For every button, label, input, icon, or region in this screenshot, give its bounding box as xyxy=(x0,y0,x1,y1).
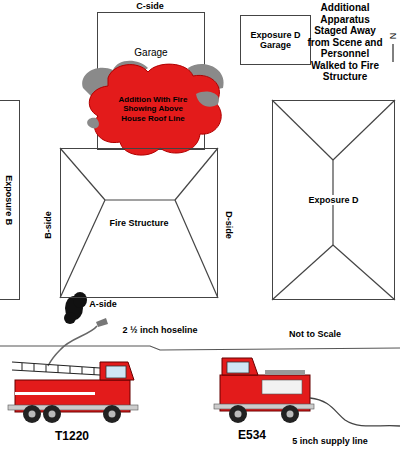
smoke-puff xyxy=(64,292,87,324)
north-arrow xyxy=(393,44,394,62)
supply-line xyxy=(310,398,400,426)
scene-label: A-side xyxy=(89,299,117,309)
scene-label: N xyxy=(388,33,398,40)
building-box: Fire Structure xyxy=(60,148,218,298)
scene-label: C-side xyxy=(136,1,164,11)
node-label: Garage xyxy=(134,47,167,59)
hoseline xyxy=(48,326,97,366)
scene-label: 5 inch supply line xyxy=(292,436,368,446)
scene-label: B-side xyxy=(43,211,53,239)
fire-cloud: Addition With Fire Showing Above House R… xyxy=(78,58,228,160)
building-box: Exposure D Garage xyxy=(240,15,311,65)
scene-label: D-side xyxy=(224,211,234,239)
building-box: Exposure B xyxy=(0,100,20,300)
node-label: Fire Structure xyxy=(107,218,170,228)
node-label: Addition With Fire Showing Above House R… xyxy=(117,95,189,123)
scene-label: Not to Scale xyxy=(289,329,341,339)
engine xyxy=(214,358,314,423)
nozzle xyxy=(96,318,108,327)
node-label: Exposure D xyxy=(306,195,360,205)
node-label: Exposure B xyxy=(4,175,14,225)
scene-label: 2 ½ inch hoseline xyxy=(122,325,197,335)
scene-label: E534 xyxy=(238,429,266,443)
node-label: Exposure D Garage xyxy=(241,30,310,51)
scene-label: T1220 xyxy=(55,430,89,444)
building-box: Exposure D xyxy=(272,100,395,300)
ladder-truck xyxy=(8,362,138,423)
scene-label: Additional Apparatus Staged Away from Sc… xyxy=(306,2,384,83)
